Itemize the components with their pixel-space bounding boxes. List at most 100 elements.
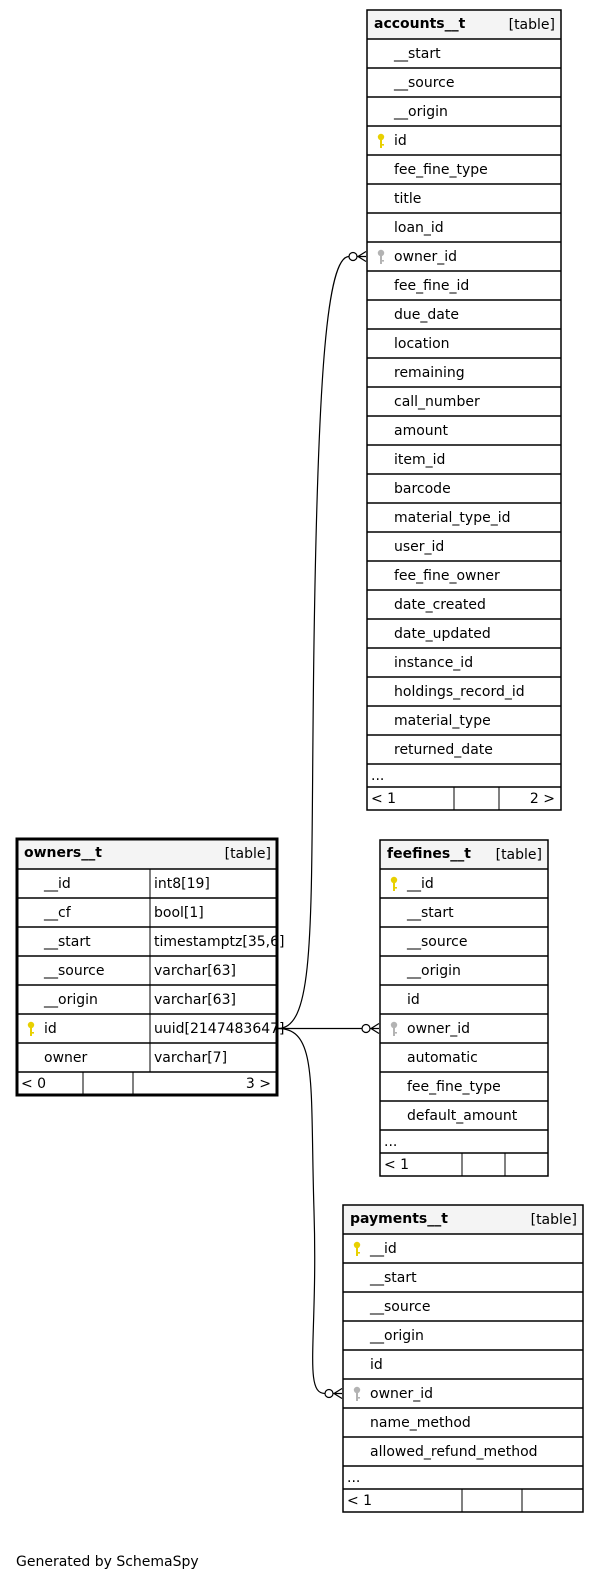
primary-key-icon xyxy=(390,876,398,891)
column-type: uuid[2147483647] xyxy=(154,1021,285,1037)
column-name: due_date xyxy=(394,307,459,323)
column-row-origin[interactable]: __origin xyxy=(380,963,548,986)
column-row-source[interactable]: __source xyxy=(380,934,548,957)
table-border xyxy=(379,839,549,1177)
column-row-source[interactable]: __source xyxy=(343,1299,583,1322)
column-name: __id xyxy=(369,1241,397,1257)
column-name: automatic xyxy=(407,1050,478,1066)
column-row-start[interactable]: __start timestamptz[35,6] xyxy=(17,934,284,957)
column-row-amount[interactable]: amount xyxy=(367,423,561,446)
column-type: int8[19] xyxy=(154,876,210,892)
column-row-title[interactable]: title xyxy=(367,191,561,214)
column-name: __cf xyxy=(43,905,72,921)
column-row-material-type-id[interactable]: material_type_id xyxy=(367,510,561,533)
children-count: 2 > xyxy=(530,791,555,807)
column-row-item-id[interactable]: item_id xyxy=(367,452,561,475)
table-type: [table] xyxy=(496,847,542,863)
column-name: __id xyxy=(43,876,71,892)
column-row-source[interactable]: __source xyxy=(367,75,561,98)
column-row-owner-id[interactable]: owner_id xyxy=(380,1021,548,1044)
parents-count: < 1 xyxy=(347,1493,372,1509)
column-row-instance-id[interactable]: instance_id xyxy=(367,655,561,678)
column-row-start[interactable]: __start xyxy=(380,905,548,928)
column-row-fee-fine-type[interactable]: fee_fine_type xyxy=(380,1079,548,1102)
foreign-key-icon xyxy=(390,1021,398,1036)
column-row-date-updated[interactable]: date_updated xyxy=(367,626,561,649)
column-row-allowed-refund-method[interactable]: allowed_refund_method xyxy=(343,1444,583,1467)
column-name: barcode xyxy=(394,481,451,497)
table-type: [table] xyxy=(509,17,555,33)
crows-foot-marker xyxy=(333,1387,343,1400)
column-row-id[interactable]: id uuid[2147483647] xyxy=(17,1021,285,1044)
column-row-location[interactable]: location xyxy=(367,336,561,359)
parents-count: < 0 xyxy=(21,1076,46,1092)
column-name: __source xyxy=(369,1299,431,1315)
column-name: __start xyxy=(43,934,91,950)
optional-marker xyxy=(324,1388,334,1399)
column-row-fee-fine-owner[interactable]: fee_fine_owner xyxy=(367,568,561,591)
column-row-default-amount[interactable]: default_amount xyxy=(380,1108,548,1131)
column-row-automatic[interactable]: automatic xyxy=(380,1050,548,1073)
column-row-user-id[interactable]: user_id xyxy=(367,539,561,562)
column-type: timestamptz[35,6] xyxy=(154,934,284,950)
column-row-date-created[interactable]: date_created xyxy=(367,597,561,620)
column-name: owner xyxy=(44,1050,88,1066)
table-header-bg xyxy=(343,1205,583,1234)
column-name: owner_id xyxy=(394,249,457,265)
column-row-holdings-record-id[interactable]: holdings_record_id xyxy=(367,684,561,707)
table-type: [table] xyxy=(531,1212,577,1228)
column-row-origin[interactable]: __origin xyxy=(367,104,561,127)
table-border xyxy=(15,837,279,1097)
column-name: id xyxy=(44,1021,57,1037)
column-row-start[interactable]: __start xyxy=(367,46,561,69)
column-row-remaining[interactable]: remaining xyxy=(367,365,561,388)
column-row-owner-id[interactable]: owner_id xyxy=(343,1386,583,1409)
column-name: fee_fine_id xyxy=(394,278,469,294)
column-row-start[interactable]: __start xyxy=(343,1270,583,1293)
column-name: __start xyxy=(369,1270,417,1286)
column-row-id[interactable]: __id xyxy=(343,1241,583,1264)
column-row-origin[interactable]: __origin xyxy=(343,1328,583,1351)
column-row-id[interactable]: __id xyxy=(380,876,548,899)
column-name: returned_date xyxy=(394,742,493,758)
column-row-id[interactable]: id xyxy=(380,992,548,1015)
column-name: default_amount xyxy=(407,1108,518,1124)
optional-marker xyxy=(361,1023,371,1034)
primary-key-icon xyxy=(377,133,385,148)
column-row-returned-date[interactable]: returned_date xyxy=(367,742,561,765)
column-row-fee-fine-id[interactable]: fee_fine_id xyxy=(367,278,561,301)
column-row-id[interactable]: id xyxy=(343,1357,583,1380)
table-feefines[interactable]: feefines__t[table]__id__start__source__o… xyxy=(379,839,549,1177)
table-header-bg xyxy=(380,840,548,869)
column-row-barcode[interactable]: barcode xyxy=(367,481,561,504)
table-footer-nav[interactable]: < 1 xyxy=(347,1489,523,1512)
column-row-due-date[interactable]: due_date xyxy=(367,307,561,330)
crows-foot-marker xyxy=(370,1022,380,1035)
column-row-name-method[interactable]: name_method xyxy=(343,1415,583,1438)
column-name: loan_id xyxy=(394,220,444,236)
column-row-id[interactable]: __id int8[19] xyxy=(17,876,277,899)
table-accounts[interactable]: accounts__t[table]__start__source__origi… xyxy=(366,9,562,811)
foreign-key-icon xyxy=(377,249,385,264)
table-footer-nav[interactable]: < 1 xyxy=(384,1153,506,1176)
column-row-id[interactable]: id xyxy=(367,133,561,156)
relationship-line-accounts xyxy=(277,255,350,1030)
column-row-material-type[interactable]: material_type xyxy=(367,713,561,736)
column-name: location xyxy=(394,336,450,352)
column-row-fee-fine-type[interactable]: fee_fine_type xyxy=(367,162,561,185)
table-type: [table] xyxy=(225,846,271,862)
column-row-loan-id[interactable]: loan_id xyxy=(367,220,561,243)
column-name: owner_id xyxy=(407,1021,470,1037)
column-row-owner-id[interactable]: owner_id xyxy=(367,249,561,272)
column-name: instance_id xyxy=(394,655,473,671)
table-payments[interactable]: payments__t[table]__id__start__source__o… xyxy=(342,1204,584,1513)
column-row-call-number[interactable]: call_number xyxy=(367,394,561,417)
